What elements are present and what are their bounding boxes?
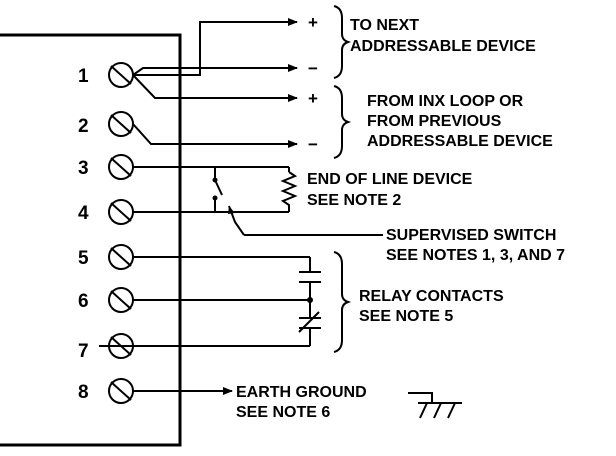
polarity-out-plus: + [308, 13, 318, 32]
polarity-out-minus: − [308, 59, 318, 78]
brace-relay [333, 251, 352, 353]
terminal-number-8: 8 [78, 382, 89, 403]
switch-blade-icon [214, 179, 223, 196]
label-from-inx-3: ADDRESSABLE DEVICE [367, 133, 553, 150]
label-earth-2: SEE NOTE 6 [236, 404, 330, 421]
terminal-number-7: 7 [78, 341, 89, 362]
module-housing [0, 33, 182, 447]
relay-contacts-circuit [99, 256, 321, 347]
earth-ground-circuit [133, 387, 462, 419]
label-from-inx-1: FROM INX LOOP OR [367, 93, 524, 110]
screw-terminal-2-icon [108, 111, 134, 137]
resistor-icon [280, 171, 298, 212]
terminal-number-4: 4 [78, 203, 89, 224]
label-relay-2: SEE NOTE 5 [359, 308, 453, 325]
screw-terminals [108, 62, 134, 404]
polarity-in-plus: + [308, 89, 318, 108]
label-relay-1: RELAY CONTACTS [359, 288, 504, 305]
terminal-number-1: 1 [78, 66, 89, 87]
screw-terminal-3-icon [108, 154, 134, 180]
label-switch-2: SEE NOTES 1, 3, AND 7 [386, 247, 565, 264]
label-switch-1: SUPERVISED SWITCH [386, 227, 556, 244]
screw-terminal-8-icon [108, 378, 134, 404]
terminal-numbers: 1 2 3 4 5 6 7 8 [78, 66, 89, 403]
terminal-number-5: 5 [78, 248, 89, 269]
label-eol-1: END OF LINE DEVICE [307, 171, 473, 188]
terminal-number-3: 3 [78, 158, 89, 179]
label-to-next-2: ADDRESSABLE DEVICE [350, 38, 536, 55]
screw-terminal-5-icon [108, 244, 134, 270]
brace-to-next [333, 5, 352, 79]
label-to-next-1: TO NEXT [350, 17, 419, 34]
polarity-in-minus: − [308, 135, 318, 154]
terminal-number-2: 2 [78, 116, 89, 137]
terminal-number-6: 6 [78, 291, 89, 312]
loop-wiring [132, 18, 298, 148]
screw-terminal-1-icon [108, 62, 134, 88]
label-earth-1: EARTH GROUND [236, 384, 367, 401]
screw-terminal-4-icon [108, 199, 134, 225]
supervised-switch-circuit [133, 166, 383, 236]
brace-from-inx [333, 85, 352, 159]
earth-ground-icon [418, 402, 462, 419]
screw-terminal-6-icon [108, 287, 134, 313]
label-from-inx-2: FROM PREVIOUS [367, 113, 502, 130]
label-eol-2: SEE NOTE 2 [307, 192, 401, 209]
